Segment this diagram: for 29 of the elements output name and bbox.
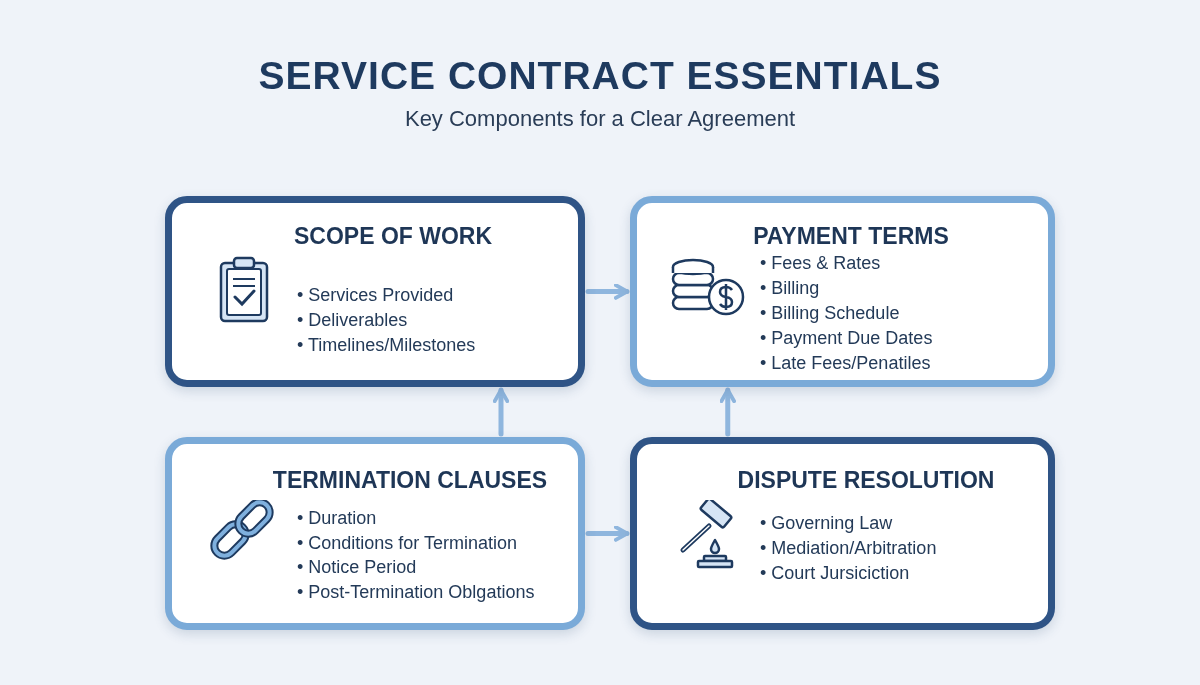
section-card (630, 196, 1055, 387)
arrow (585, 283, 630, 300)
bullet-item: • Fees & Rates (760, 252, 882, 275)
section-heading: DISPUTE RESOLUTION (737, 467, 995, 494)
bullet-item: • Mediation/Arbitration (760, 537, 937, 560)
bullet-item: • Post-Termination Oblgations (297, 580, 535, 604)
section-card (165, 437, 585, 630)
bullet-item: • Payment Due Dates (760, 327, 933, 350)
arrow (492, 387, 510, 437)
bullet-item: • Timelines/Milestones (297, 334, 476, 357)
arrow (585, 525, 630, 542)
bullet-item: • Billing (760, 277, 821, 300)
arrow (719, 387, 737, 437)
section-heading: SCOPE OF WORK (293, 223, 493, 250)
bullet-item: • Governing Law (760, 512, 894, 535)
bullet-item: • Notice Period (297, 556, 418, 579)
bullet-item: • Conditions for Termination (297, 531, 519, 555)
section-heading: TERMINATION CLAUSES (272, 467, 548, 494)
bullet-item: • Billing Schedule (760, 302, 901, 325)
bullet-item: • Deliverables (297, 309, 409, 332)
bullet-item: • Services Provided (297, 284, 455, 307)
bullet-item: • Duration (297, 507, 378, 530)
title: SERVICE CONTRACT ESSENTIALS (257, 54, 943, 98)
subtitle: Key Components for a Clear Agreement (403, 106, 797, 132)
section-heading: PAYMENT TERMS (753, 223, 949, 250)
section-card (630, 437, 1055, 630)
bullet-item: • Court Jursiciction (760, 562, 911, 585)
section-card (165, 196, 585, 387)
bullet-item: • Late Fees/Penatiles (760, 352, 932, 375)
